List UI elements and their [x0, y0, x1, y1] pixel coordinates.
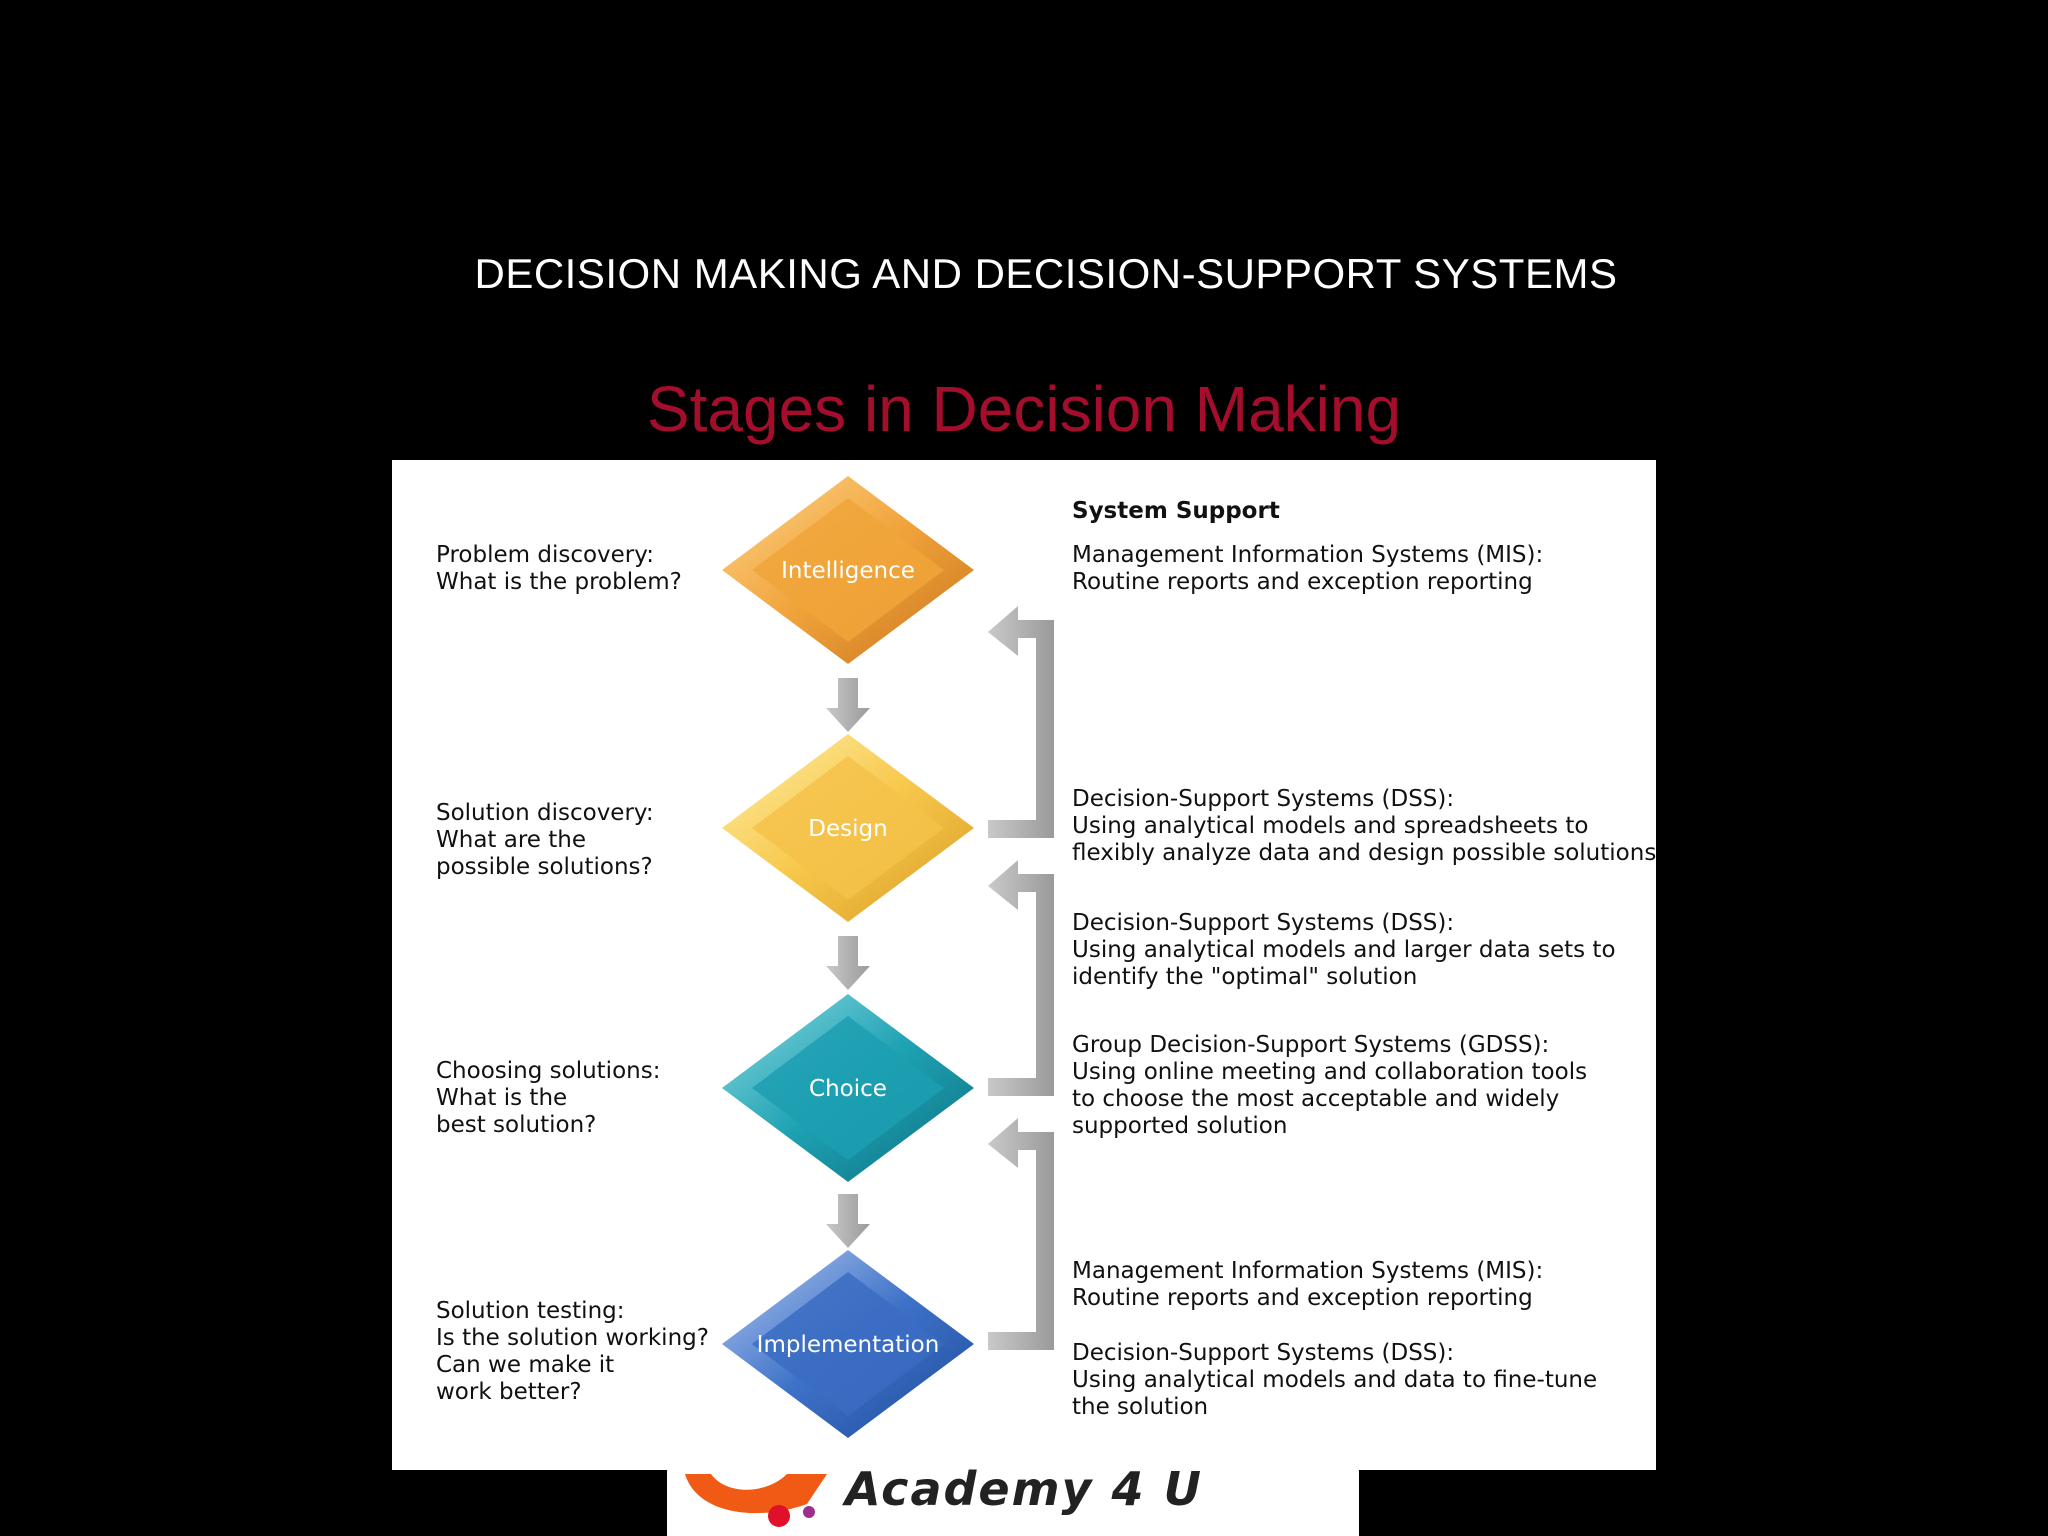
support-item: Management Information Systems (MIS): Ro…: [1072, 542, 1544, 595]
diagram-canvas: Intelligence Design Choice Implementatio…: [722, 476, 1054, 1438]
stage-implementation-question: Solution testing: Is the solution workin…: [436, 1298, 709, 1405]
stage-intelligence-label: Intelligence: [781, 558, 915, 584]
stage-choice-question: Choosing solutions: What is the best sol…: [436, 1058, 661, 1138]
feedback-arrows: [988, 606, 1054, 1350]
logo-text: Academy 4 U: [845, 1464, 1203, 1516]
down-arrow-icon: [826, 936, 870, 990]
down-arrow-icon: [826, 678, 870, 732]
stage-intelligence-diamond: Intelligence: [722, 476, 974, 664]
support-item: Decision-Support Systems (DSS): Using an…: [1072, 786, 1657, 866]
stage-design-label: Design: [808, 816, 887, 842]
stage-choice-label: Choice: [809, 1076, 887, 1102]
system-support-header: System Support: [1072, 498, 1280, 524]
support-item: Decision-Support Systems (DSS): Using an…: [1072, 1340, 1598, 1420]
slide-title: DECISION MAKING AND DECISION-SUPPORT SYS…: [474, 250, 1618, 297]
stage-implementation-diamond: Implementation: [722, 1250, 974, 1438]
down-arrows: [826, 678, 870, 1248]
stage-design-question: Solution discovery: What are the possibl…: [436, 800, 654, 880]
stage-choice-diamond: Choice: [722, 994, 974, 1182]
support-item: Group Decision-Support Systems (GDSS): U…: [1072, 1032, 1588, 1139]
stage-implementation-label: Implementation: [757, 1332, 940, 1358]
feedback-arrow-icon: [988, 860, 1054, 1096]
stage-design-diamond: Design: [722, 734, 974, 922]
stage-intelligence-question: Problem discovery: What is the problem?: [436, 542, 682, 595]
slide-subtitle: Stages in Decision Making: [646, 373, 1402, 445]
down-arrow-icon: [826, 1194, 870, 1248]
feedback-arrow-icon: [988, 606, 1054, 838]
support-item: Management Information Systems (MIS): Ro…: [1072, 1258, 1544, 1311]
academy-logo: Academy 4 U: [667, 1464, 1359, 1536]
logo-swoosh-icon: [685, 1474, 827, 1527]
feedback-arrow-icon: [988, 1118, 1054, 1350]
diagram-panel: Intelligence Design Choice Implementatio…: [392, 460, 1656, 1470]
support-item: Decision-Support Systems (DSS): Using an…: [1072, 910, 1616, 990]
